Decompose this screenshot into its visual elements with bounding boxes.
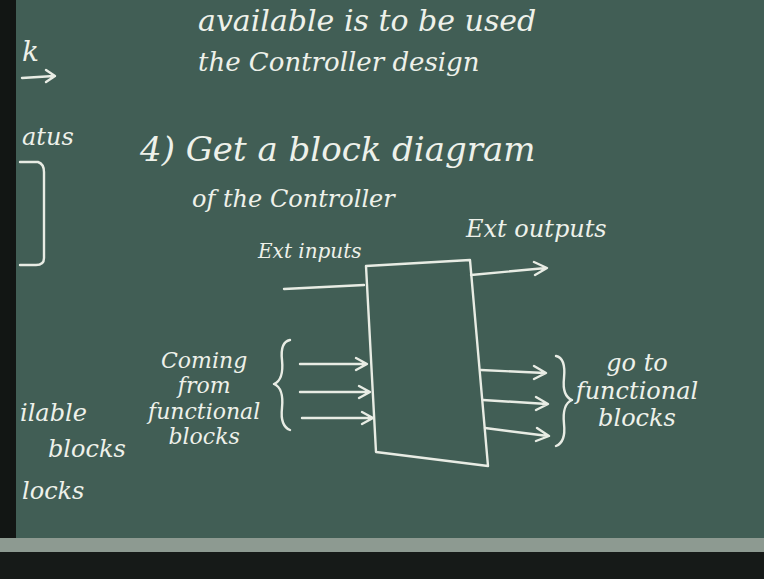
output-arrow — [481, 366, 546, 379]
controller-box — [366, 260, 488, 466]
chalk-label: Coming from functional blocks — [148, 348, 260, 449]
brace — [556, 356, 572, 446]
input-arrow — [284, 285, 364, 289]
chalk-label: of the Controller — [192, 186, 395, 214]
chalk-label: blocks — [48, 436, 126, 464]
board-frame — [0, 552, 764, 579]
input-arrow — [300, 358, 367, 370]
chalk-label: locks — [22, 478, 84, 506]
output-arrow — [485, 428, 549, 441]
chalk-label: atus — [22, 124, 74, 152]
chalk-label: 4) Get a block diagram — [140, 130, 536, 169]
chalk-label: k — [22, 36, 39, 68]
chalk-label: available is to be used — [198, 4, 536, 39]
chalk-arrow — [22, 70, 55, 82]
chalk-ledge — [0, 538, 764, 552]
output-arrow — [483, 397, 548, 410]
chalk-label: Ext outputs — [466, 216, 607, 244]
chalk-label: Ext inputs — [258, 240, 362, 263]
input-arrow — [300, 386, 370, 398]
output-arrow — [471, 262, 547, 275]
partial-box — [20, 162, 44, 265]
brace — [274, 340, 290, 430]
chalk-label: go to functional blocks — [574, 350, 700, 433]
chalk-label: ilable — [20, 400, 87, 428]
board-frame — [0, 0, 16, 579]
chalk-label: the Controller design — [198, 48, 479, 78]
input-arrow — [302, 412, 373, 424]
